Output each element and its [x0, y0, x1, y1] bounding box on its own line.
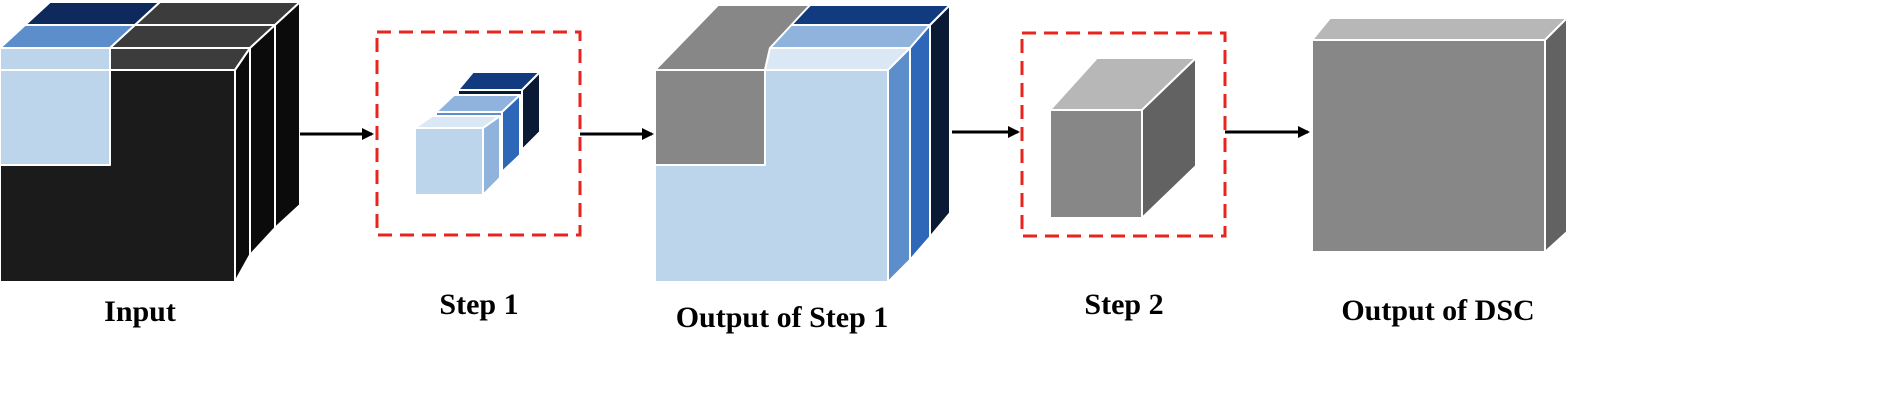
- step2-cube: [1049, 57, 1197, 219]
- label-step1: Step 1: [439, 288, 518, 321]
- output-step1-cube: [654, 4, 951, 283]
- output1-layer-front: [654, 4, 911, 283]
- output-dsc-cube: [1311, 17, 1568, 253]
- step1-cube-light: [414, 115, 501, 196]
- input-layer-middle: [0, 24, 276, 256]
- label-step2: Step 2: [1084, 288, 1163, 321]
- label-output-dsc: Output of DSC: [1341, 294, 1534, 327]
- step1-box: [375, 30, 582, 237]
- input-layer-front: [0, 47, 251, 283]
- label-input: Input: [104, 295, 176, 328]
- label-output-step1: Output of Step 1: [676, 301, 889, 334]
- input-cube: [0, 1, 301, 283]
- step2-box: [1020, 31, 1227, 238]
